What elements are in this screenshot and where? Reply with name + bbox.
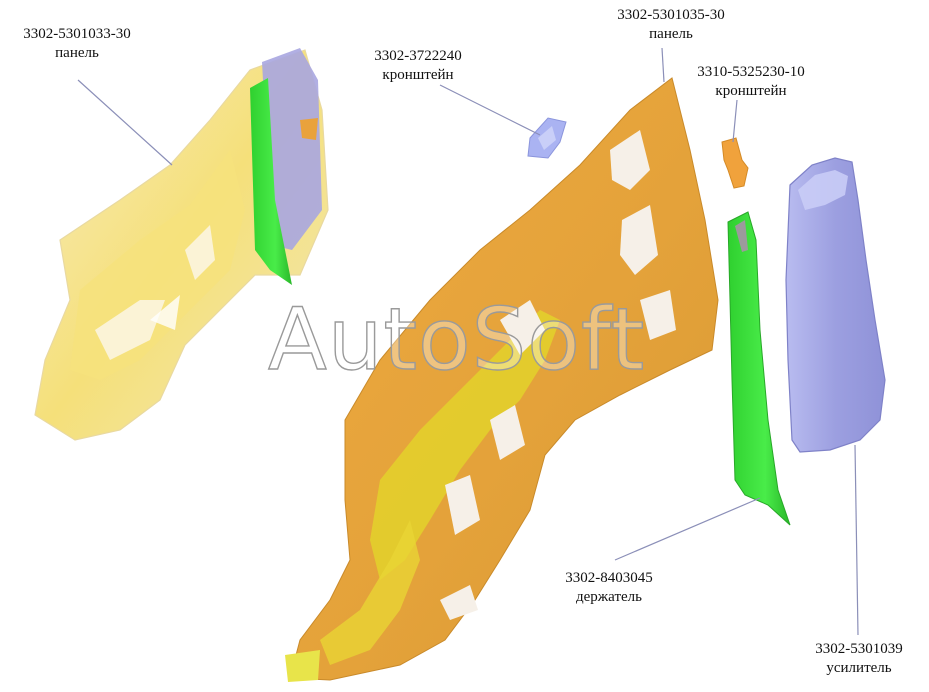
part-number: 3302-3722240: [374, 48, 462, 64]
leader-reinforcement: [854, 444, 859, 636]
reinforcement-shape: [785, 157, 886, 453]
label-holder: 3302-8403045 держатель: [548, 569, 670, 607]
bracket-right-shape: [721, 137, 749, 189]
part-number: 3302-8403045: [565, 570, 653, 586]
part-number: 3310-5325230-10: [697, 64, 805, 80]
panel-center-shape: [285, 77, 719, 682]
leader-panel-center: [661, 47, 665, 83]
part-name: панель: [55, 45, 99, 61]
part-name: кронштейн: [382, 67, 454, 83]
label-panel-center: 3302-5301035-30 панель: [600, 6, 742, 44]
label-bracket-left: 3302-3722240 кронштейн: [363, 47, 473, 85]
panel-left-shape: [34, 48, 329, 441]
leader-bracket-right: [732, 99, 738, 143]
watermark: AutoSoft: [267, 289, 646, 390]
label-reinforcement: 3302-5301039 усилитель: [798, 640, 920, 678]
part-name: кронштейн: [715, 83, 787, 99]
part-number: 3302-5301035-30: [617, 7, 725, 23]
leader-bracket-left: [439, 84, 541, 136]
leader-holder: [614, 497, 761, 561]
part-number: 3302-5301033-30: [23, 26, 131, 42]
part-name: панель: [649, 26, 693, 42]
holder-shape: [727, 211, 791, 526]
bracket-left-shape: [527, 117, 567, 159]
label-bracket-right: 3310-5325230-10 кронштейн: [680, 63, 822, 101]
leader-panel-left: [77, 79, 173, 166]
part-name: держатель: [576, 589, 642, 605]
label-panel-left: 3302-5301033-30 панель: [8, 25, 146, 63]
part-number: 3302-5301039: [815, 641, 903, 657]
part-name: усилитель: [826, 660, 892, 676]
